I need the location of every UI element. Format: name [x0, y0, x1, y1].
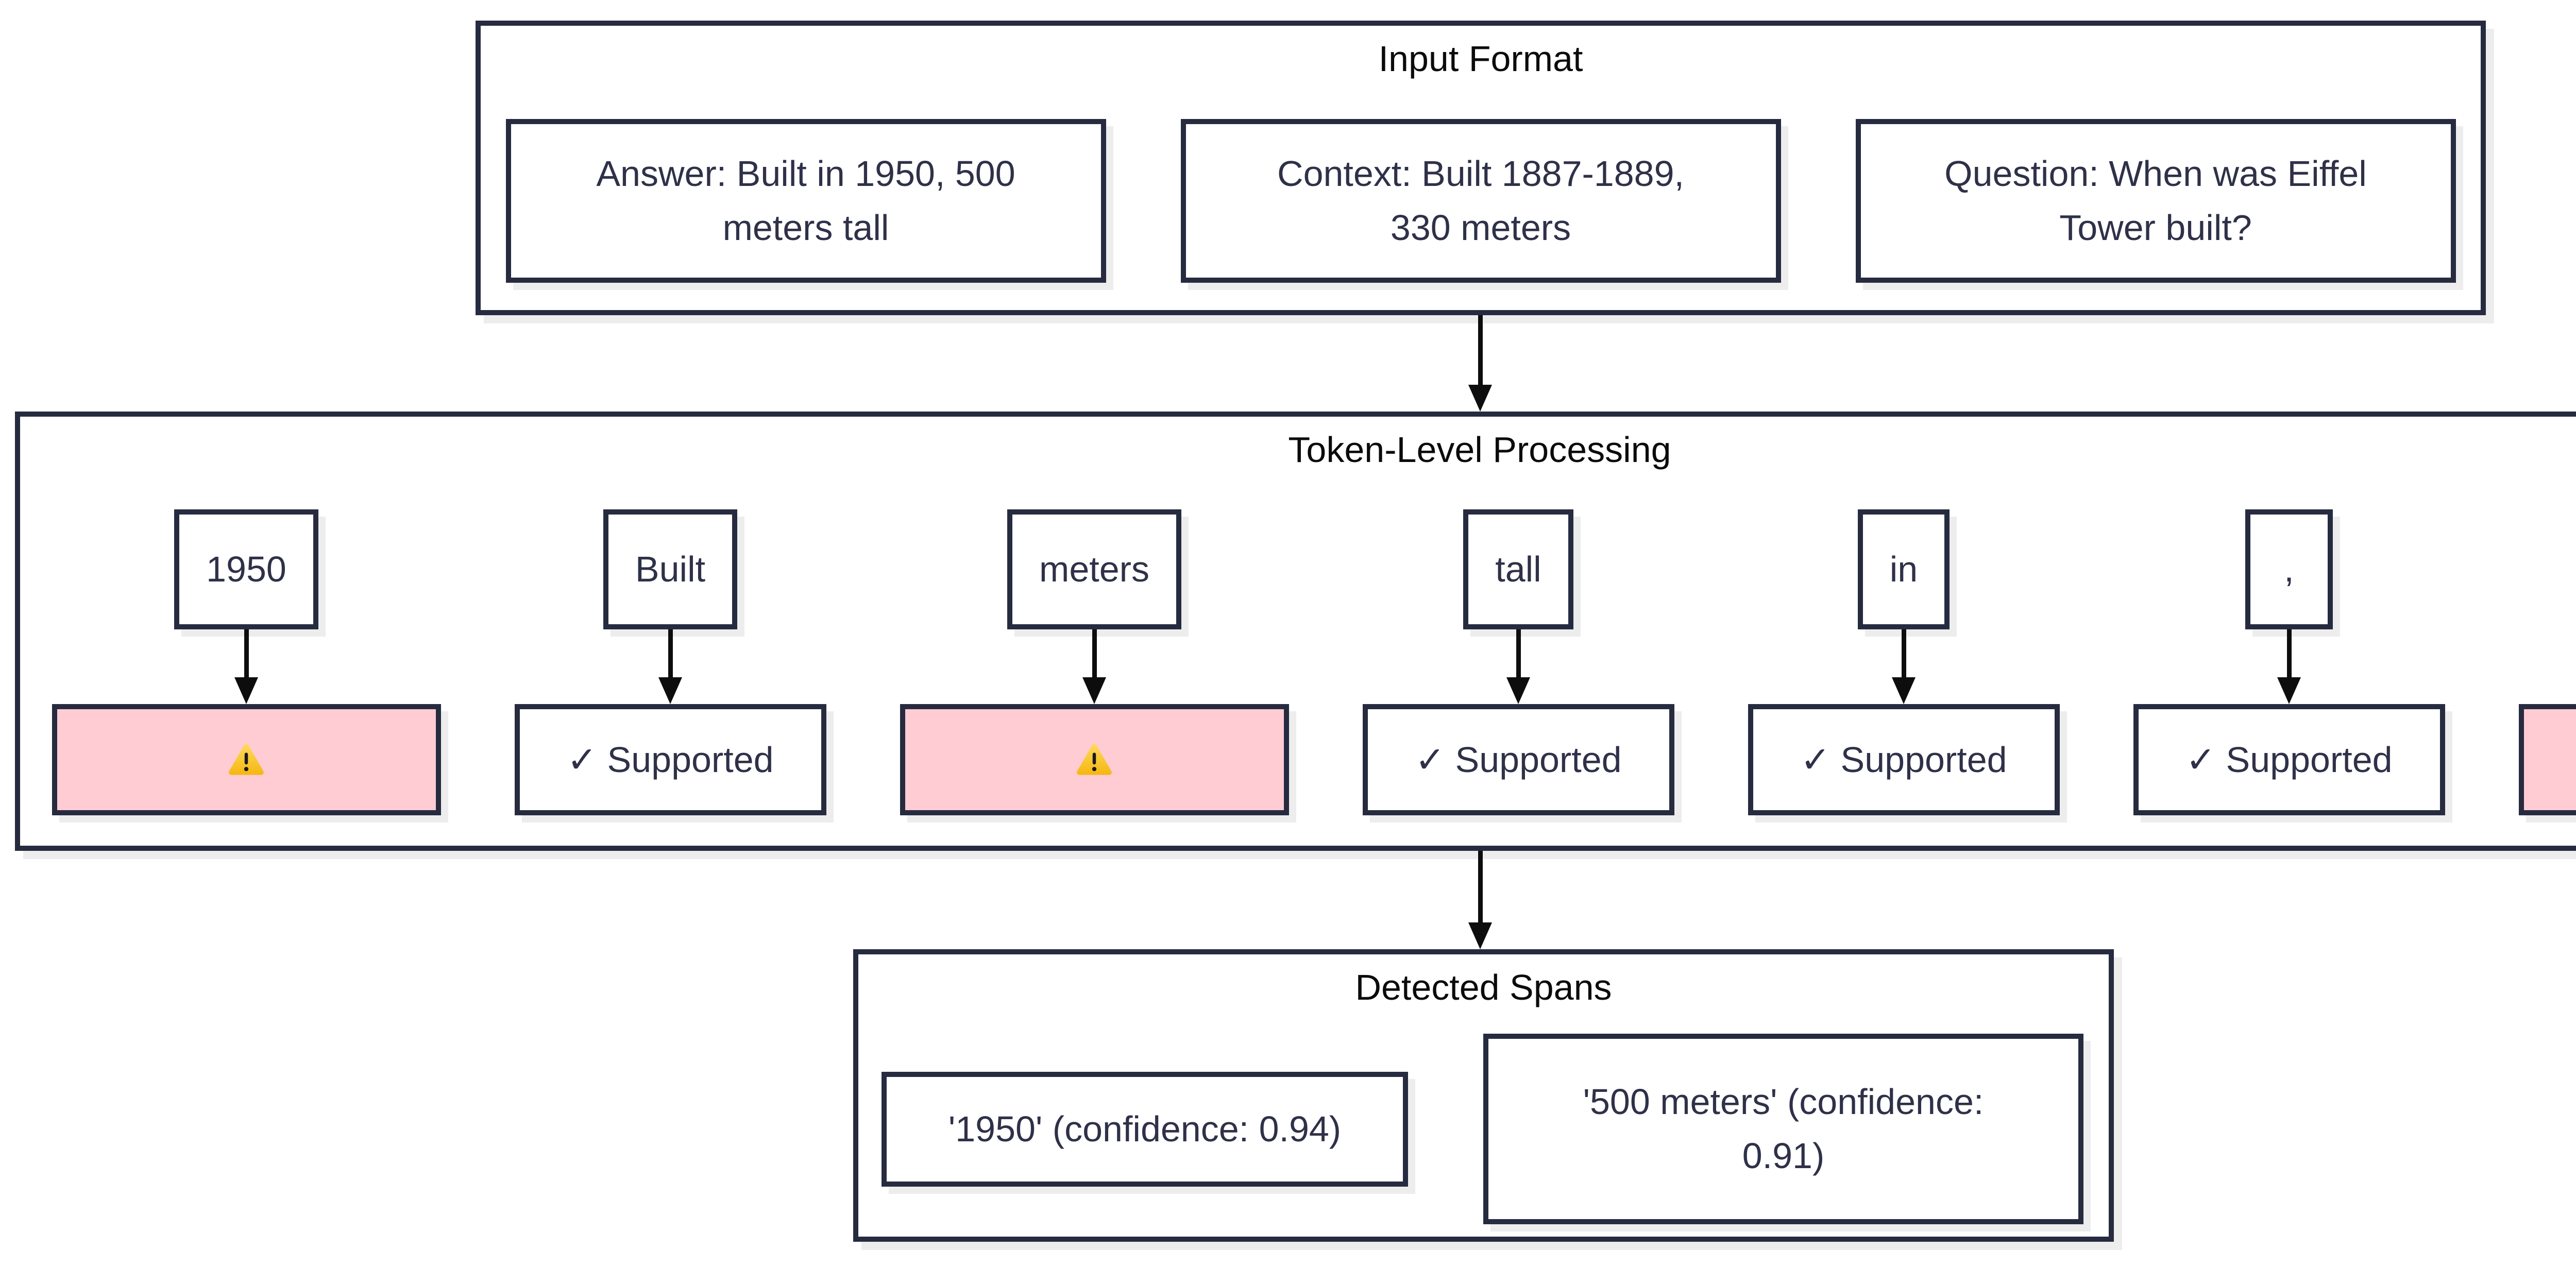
token-processing-section: Token-Level Processing 1950 Built ✓ Supp… [15, 412, 2576, 851]
token-box: , [2245, 509, 2333, 629]
answer-text-line2: meters tall [722, 208, 889, 248]
token-arrow [1082, 629, 1106, 704]
token-column-built: Built ✓ Supported [514, 509, 826, 815]
token-processing-title: Token-Level Processing [1288, 430, 1671, 470]
status-box-supported: ✓ Supported [514, 704, 826, 815]
status-box-warning [900, 704, 1289, 815]
token-box: meters [1007, 509, 1181, 629]
token-box: in [1857, 509, 1950, 629]
supported-label: ✓ Supported [2185, 739, 2393, 780]
token-arrow [2277, 629, 2301, 704]
question-text-line1: Question: When was Eiffel [1944, 153, 2367, 194]
token-columns-row: 1950 Built ✓ Supported meters tall ✓ S [20, 509, 2576, 815]
warning-triangle-icon [1077, 744, 1112, 775]
token-arrow [1892, 629, 1916, 704]
detected-spans-title: Detected Spans [1355, 967, 1612, 1007]
arrow-stem [1516, 629, 1521, 677]
supported-label: ✓ Supported [567, 739, 774, 780]
arrow-head-icon [1892, 677, 1916, 704]
token-arrow [234, 629, 258, 704]
token-column-500: 500 [2518, 509, 2576, 815]
token-box: tall [1463, 509, 1573, 629]
detected-span-1950: '1950' (confidence: 0.94) [882, 1072, 1408, 1187]
arrow-stem [1092, 629, 1097, 677]
arrow-head-icon [1468, 385, 1492, 412]
span-text: '1950' (confidence: 0.94) [948, 1109, 1342, 1149]
status-box-warning [2518, 704, 2576, 815]
arrow-stem [244, 629, 249, 677]
answer-box: Answer: Built in 1950, 500 meters tall [505, 119, 1106, 283]
token-column-in: in ✓ Supported [1748, 509, 2060, 815]
token-box: Built [603, 509, 738, 629]
arrow-head-icon [658, 677, 682, 704]
question-box: Question: When was Eiffel Tower built? [1855, 119, 2456, 283]
input-format-row: Answer: Built in 1950, 500 meters tall C… [481, 119, 2481, 283]
token-column-tall: tall ✓ Supported [1362, 509, 1674, 815]
arrow-head-icon [234, 677, 258, 704]
span-text-line2: 0.91) [1742, 1136, 1825, 1176]
arrow-stem [1901, 629, 1906, 677]
token-column-1950: 1950 [52, 509, 441, 815]
arrow-head-icon [2277, 677, 2301, 704]
arrow-stem [668, 629, 673, 677]
detected-span-500-meters: '500 meters' (confidence: 0.91) [1483, 1034, 2083, 1224]
arrow-tokens-to-spans [1468, 851, 1493, 949]
arrow-head-icon [1468, 922, 1492, 949]
question-text-line2: Tower built? [2059, 208, 2252, 248]
input-format-section: Input Format Answer: Built in 1950, 500 … [476, 21, 2486, 315]
context-text-line1: Context: Built 1887-1889, [1277, 153, 1684, 194]
context-text-line2: 330 meters [1390, 208, 1571, 248]
status-box-supported: ✓ Supported [1362, 704, 1674, 815]
token-column-meters: meters [900, 509, 1289, 815]
supported-label: ✓ Supported [1800, 739, 2007, 780]
status-box-supported: ✓ Supported [2133, 704, 2445, 815]
context-box: Context: Built 1887-1889, 330 meters [1180, 119, 1781, 283]
span-text-line1: '500 meters' (confidence: [1583, 1082, 1984, 1122]
token-box: 1950 [174, 509, 318, 629]
status-box-supported: ✓ Supported [1748, 704, 2060, 815]
token-column-comma: , ✓ Supported [2133, 509, 2445, 815]
supported-label: ✓ Supported [1415, 739, 1622, 780]
token-arrow [1506, 629, 1530, 704]
arrow-head-icon [1506, 677, 1530, 704]
detected-spans-section: Detected Spans '1950' (confidence: 0.94)… [853, 949, 2114, 1242]
input-format-title: Input Format [1378, 39, 1583, 79]
arrow-input-to-tokens [1468, 315, 1493, 412]
token-arrow [658, 629, 682, 704]
arrow-stem [1478, 851, 1483, 922]
arrow-stem [2286, 629, 2292, 677]
answer-text-line1: Answer: Built in 1950, 500 [596, 153, 1015, 194]
arrow-stem [1478, 315, 1483, 385]
arrow-head-icon [1082, 677, 1106, 704]
warning-triangle-icon [229, 744, 264, 775]
status-box-warning [52, 704, 441, 815]
